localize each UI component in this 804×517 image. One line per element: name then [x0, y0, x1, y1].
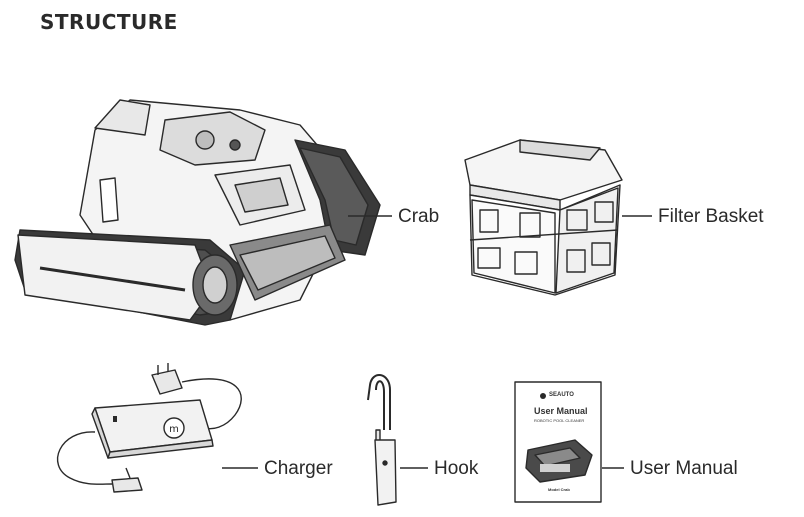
hook-image [367, 374, 397, 506]
crab-label: Crab [398, 206, 440, 227]
user-manual-image [514, 381, 602, 503]
crab-robot-image [14, 99, 381, 326]
manual-title: User Manual [534, 406, 588, 416]
charger-image: m [56, 363, 242, 493]
user-manual-label: User Manual [630, 458, 738, 479]
hook-label: Hook [434, 458, 479, 479]
manual-subtitle: ROBOTIC POOL CLEANER [534, 418, 585, 423]
filter-basket-image [464, 139, 623, 296]
page-title: STRUCTURE [40, 10, 178, 34]
manual-brand: SEAUTO [549, 392, 574, 398]
manual-model: Model Crab [548, 487, 570, 492]
svg-text:m: m [169, 424, 179, 435]
filter-basket-label: Filter Basket [658, 206, 764, 227]
charger-label: Charger [264, 458, 333, 479]
